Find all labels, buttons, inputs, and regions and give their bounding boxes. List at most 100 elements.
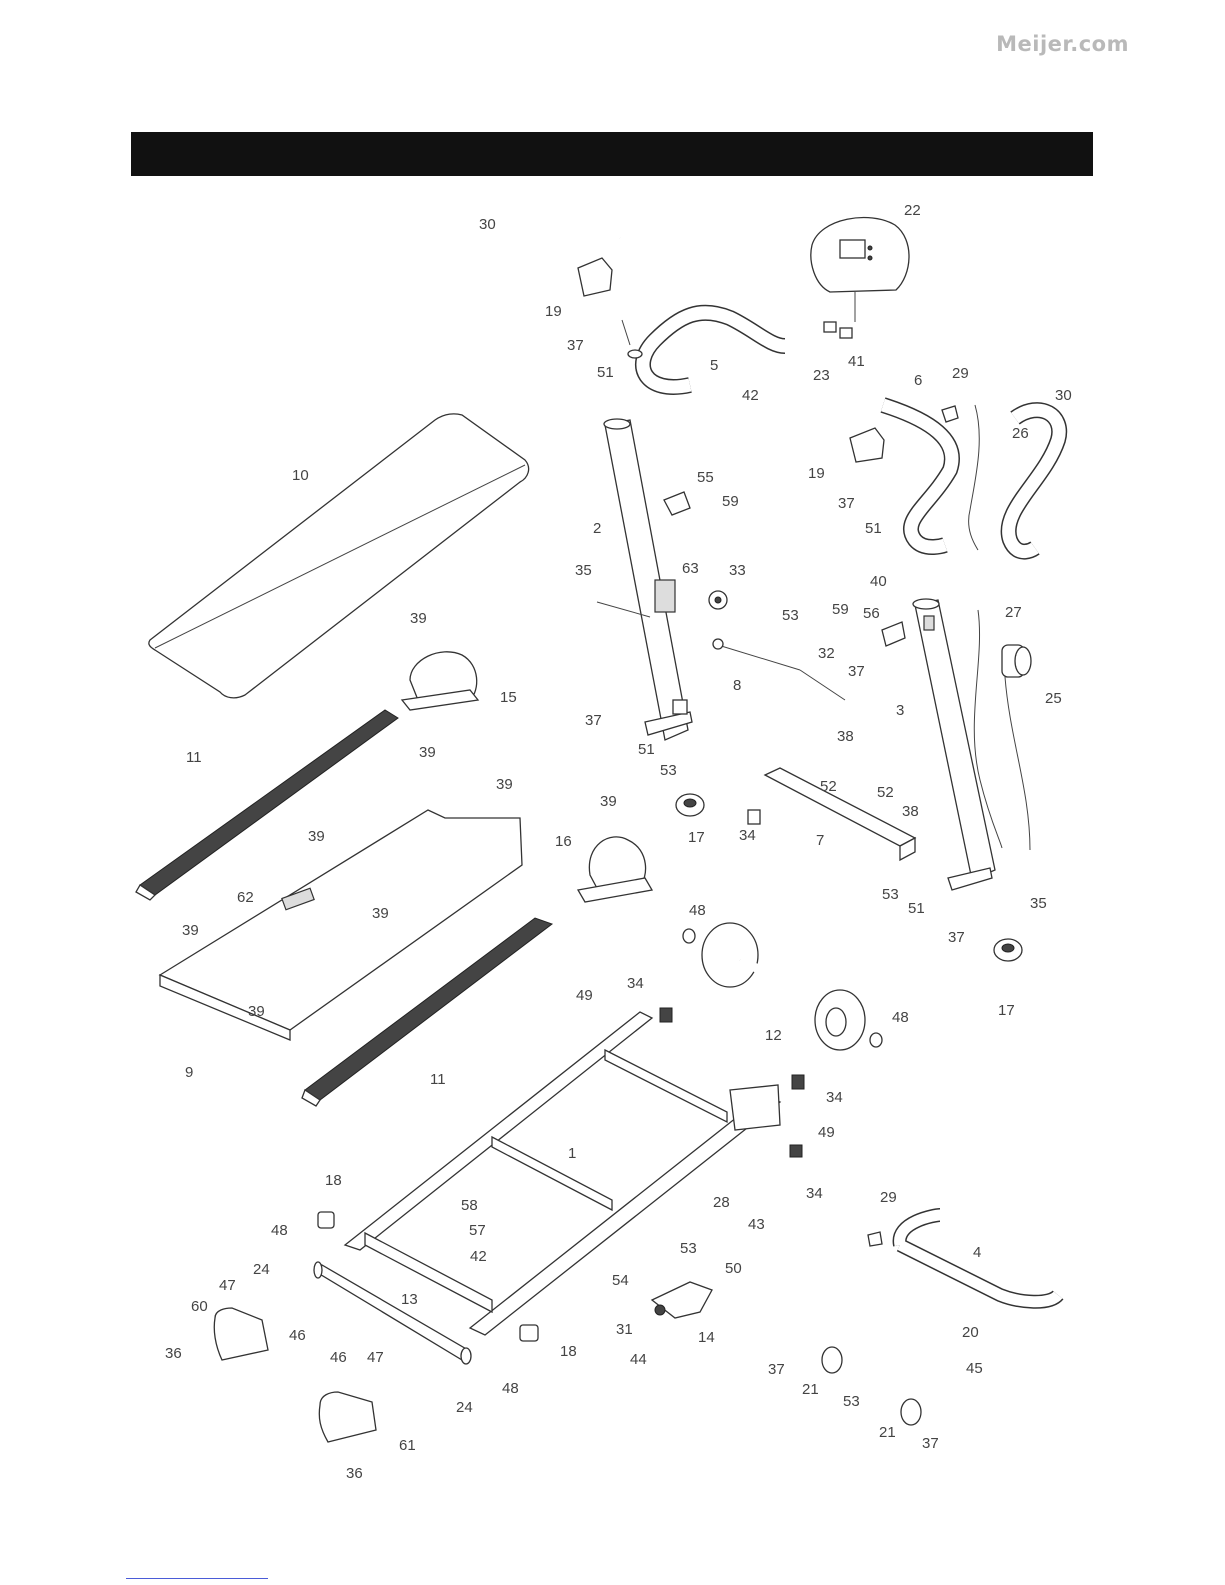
handlebar-30-right: [1000, 402, 1068, 560]
bolt-35-left: [596, 601, 651, 618]
label-59-right: 59: [832, 601, 849, 618]
label-53: 53: [782, 607, 799, 624]
handlebar-6: [880, 397, 960, 555]
bracket-23: [823, 321, 853, 339]
label-34: 34: [739, 827, 756, 844]
crank-arm-8: [712, 638, 846, 701]
label-37-wheel: 37: [768, 1361, 785, 1378]
bracket-16: [576, 836, 654, 903]
foot-17-right: [993, 938, 1023, 962]
label-50: 50: [725, 1260, 742, 1277]
label-37: 37: [567, 337, 584, 354]
label-29-b: 29: [880, 1189, 897, 1206]
label-39-a: 39: [419, 744, 436, 761]
meijer-watermark: Meijer.com: [996, 32, 1129, 56]
label-47: 47: [219, 1277, 236, 1294]
label-37-right: 37: [838, 495, 855, 512]
label-38-right: 38: [902, 803, 919, 820]
label-34-c: 34: [826, 1089, 843, 1106]
label-39-f: 39: [372, 905, 389, 922]
label-32: 32: [818, 645, 835, 662]
wire-26: [968, 404, 980, 551]
label-28: 28: [713, 1194, 730, 1211]
label-36: 36: [165, 1345, 182, 1362]
label-25: 25: [1045, 690, 1062, 707]
bracket-14: [650, 1281, 713, 1319]
label-35: 35: [575, 562, 592, 579]
cap-29-top: [941, 405, 959, 423]
bottom-link-underline: [126, 1578, 268, 1579]
label-39-e: 39: [182, 922, 199, 939]
cap-29-bottom: [867, 1231, 883, 1247]
label-39-g: 39: [248, 1003, 265, 1020]
label-23: 23: [813, 367, 830, 384]
knob-33: [708, 590, 728, 610]
side-rail-11-bottom: [301, 917, 554, 1107]
label-36-b: 36: [346, 1465, 363, 1482]
label-34-b: 34: [627, 975, 644, 992]
label-48-b: 48: [892, 1009, 909, 1026]
handlebar-30-left: [490, 208, 623, 309]
grip-19-right: [849, 427, 885, 463]
label-46-b: 46: [330, 1349, 347, 1366]
bracket-55: [663, 491, 691, 516]
label-51-lower: 51: [908, 900, 925, 917]
part-labels: 30 19 37 51 5 42 22 23 41 6 29 30 26 19 …: [165, 202, 1072, 1482]
label-48-c: 48: [271, 1222, 288, 1239]
flywheel-axle-12: [701, 922, 866, 1051]
upright-3: [912, 598, 996, 891]
bracket-15: [400, 651, 480, 711]
label-57: 57: [469, 1222, 486, 1239]
label-58: 58: [461, 1197, 478, 1214]
label-39-d: 39: [600, 793, 617, 810]
end-cap-18-right: [519, 1324, 539, 1342]
label-51-upright: 51: [638, 741, 655, 758]
label-42-b: 42: [470, 1248, 487, 1265]
frame-1: [343, 1007, 805, 1336]
walking-belt-10: [148, 413, 530, 699]
label-20: 20: [962, 1324, 979, 1341]
label-27: 27: [1005, 604, 1022, 621]
label-48-d: 48: [502, 1380, 519, 1397]
label-44: 44: [630, 1351, 647, 1368]
label-12: 12: [765, 1027, 782, 1044]
console-22: [810, 216, 910, 322]
label-52-right: 52: [877, 784, 894, 801]
label-6: 6: [914, 372, 922, 389]
label-39-c: 39: [308, 828, 325, 845]
label-17: 17: [688, 829, 705, 846]
front-roller-13: [313, 1261, 472, 1365]
deck-board-9: [158, 809, 523, 1041]
label-21: 21: [802, 1381, 819, 1398]
label-62: 62: [237, 889, 254, 906]
label-53-lower: 53: [882, 886, 899, 903]
wire-27: [973, 609, 1003, 849]
rear-stabilizer-4: [892, 1208, 1064, 1309]
label-10: 10: [292, 467, 309, 484]
label-11-bottom: 11: [430, 1071, 446, 1088]
label-24-b: 24: [456, 1399, 473, 1416]
label-39-b: 39: [496, 776, 513, 793]
label-49: 49: [576, 987, 593, 1004]
label-51: 51: [597, 364, 614, 381]
label-35-right: 35: [1030, 895, 1047, 912]
label-14: 14: [698, 1329, 715, 1346]
label-53-b: 53: [680, 1240, 697, 1257]
label-19-right: 19: [808, 465, 825, 482]
label-45: 45: [966, 1360, 983, 1377]
label-52: 52: [820, 778, 837, 795]
label-42: 42: [742, 387, 759, 404]
label-56: 56: [863, 605, 880, 622]
label-60: 60: [191, 1298, 208, 1315]
crossbar-7: [747, 767, 917, 862]
label-2: 2: [593, 520, 601, 537]
label-4: 4: [973, 1244, 981, 1261]
label-29: 29: [952, 365, 969, 382]
label-11: 11: [186, 749, 202, 766]
label-3: 3: [896, 702, 904, 719]
label-33: 33: [729, 562, 746, 579]
label-7: 7: [816, 832, 824, 849]
label-40: 40: [870, 573, 887, 590]
label-49-b: 49: [818, 1124, 835, 1141]
